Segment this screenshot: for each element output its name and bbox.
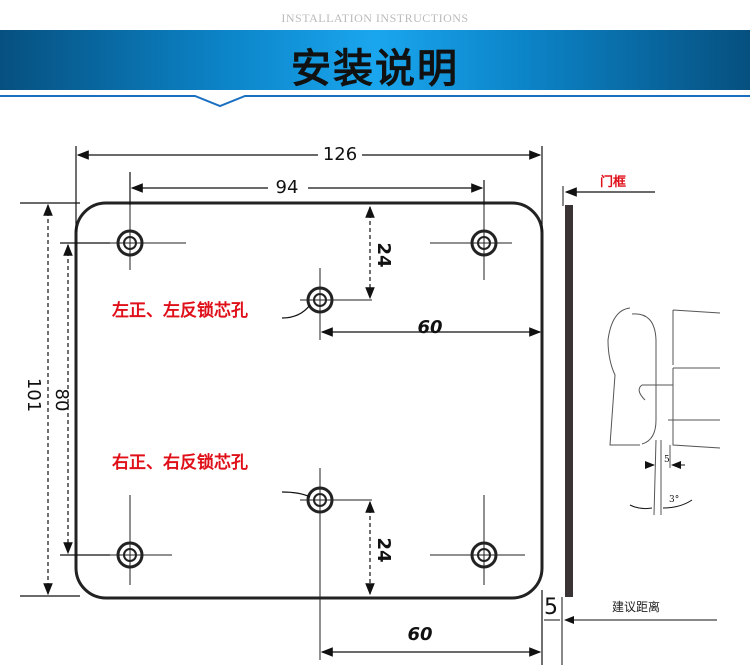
dim-center-edge-upper: 60 <box>417 317 442 338</box>
mounting-holes <box>88 172 525 660</box>
label-right-cylinder-hole: 右正、右反锁芯孔 <box>112 452 248 473</box>
mounting-plate <box>74 201 544 600</box>
cylinder-hole-left <box>300 268 372 340</box>
dim-center-edge-lower: 60 <box>407 624 432 645</box>
dim-bottom-offset: 24 <box>373 537 394 562</box>
header-subtitle: INSTALLATION INSTRUCTIONS <box>281 11 469 25</box>
detail-gap: 5 <box>664 455 670 465</box>
label-suggested-distance: 建议距离 <box>612 599 660 614</box>
dim-overall-height: 101 <box>23 378 44 412</box>
dim-hole-span-x: 94 <box>276 177 299 198</box>
detail-angle: 3° <box>669 495 679 505</box>
page-title: 安装说明 <box>291 46 459 92</box>
cylinder-hole-right <box>300 468 372 660</box>
dimension-lines <box>20 146 543 665</box>
mounting-hole <box>430 180 512 280</box>
mounting-hole <box>430 495 525 585</box>
label-door-frame: 门框 <box>600 174 626 190</box>
label-left-cylinder-hole: 左正、左反锁芯孔 <box>112 300 248 321</box>
header-notch <box>0 90 750 108</box>
header-band <box>0 30 750 90</box>
dim-gap: 5 <box>544 595 558 620</box>
dim-overall-width: 126 <box>323 144 357 165</box>
dim-top-offset: 24 <box>373 242 394 267</box>
door-frame: 门框 5 建议距离 <box>544 174 717 665</box>
dim-hole-span-y: 80 <box>51 389 72 412</box>
mounting-hole <box>100 172 186 270</box>
latch-detail-drawing <box>607 307 721 516</box>
mounting-hole <box>88 495 172 585</box>
